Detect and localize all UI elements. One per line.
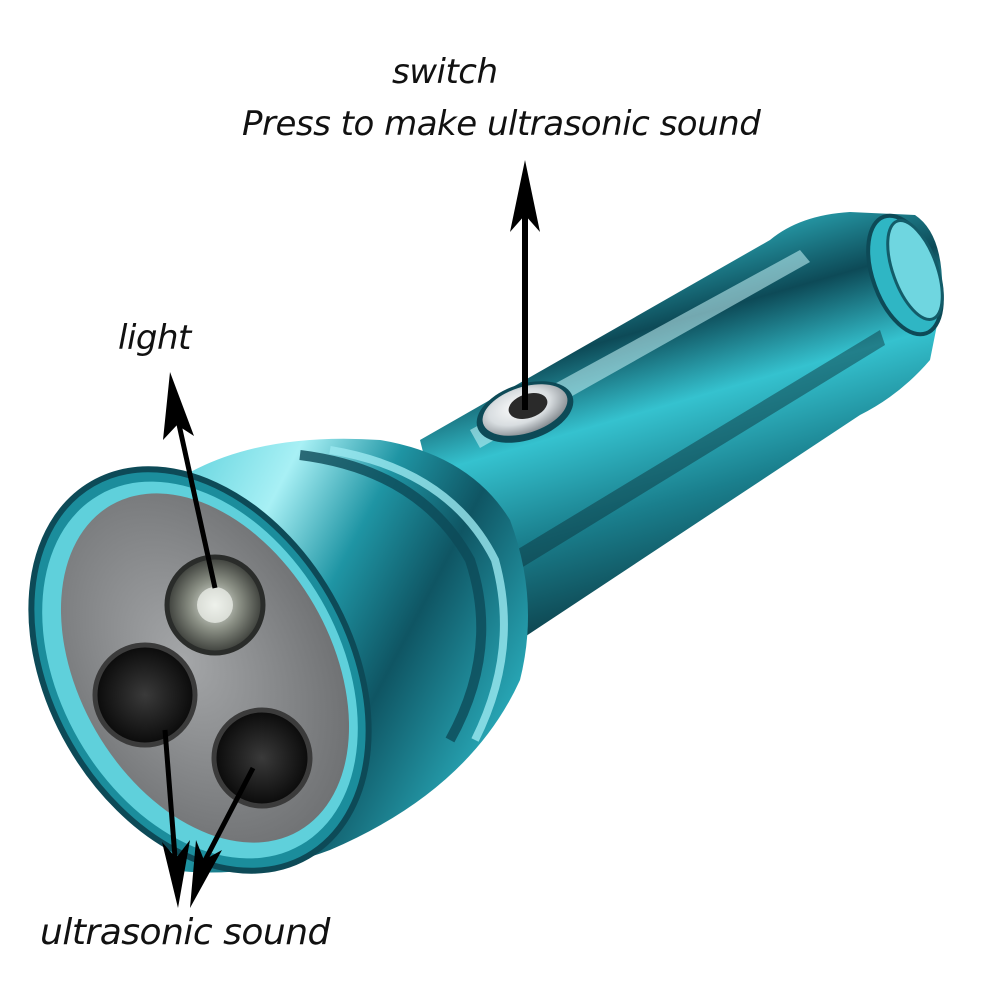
ultrasonic-label: ultrasonic sound: [40, 912, 330, 953]
emitters: [92, 554, 313, 809]
light-arrowhead: [163, 372, 194, 440]
ultrasonic-arrowhead-left: [162, 840, 190, 908]
ultrasonic-emitter-left: [92, 642, 198, 748]
light-arrow: [175, 419, 218, 589]
ultrasonic-arrowhead-right: [190, 840, 222, 908]
ultrasonic-emitter-right: [211, 707, 313, 809]
ultrasonic-arrows: [162, 729, 256, 872]
light-label: light: [118, 318, 191, 358]
switch-label: switch: [392, 52, 498, 92]
switch-description: Press to make ultrasonic sound: [242, 104, 761, 144]
flashlight-head: [28, 438, 528, 874]
switch-arrow: [510, 160, 540, 410]
